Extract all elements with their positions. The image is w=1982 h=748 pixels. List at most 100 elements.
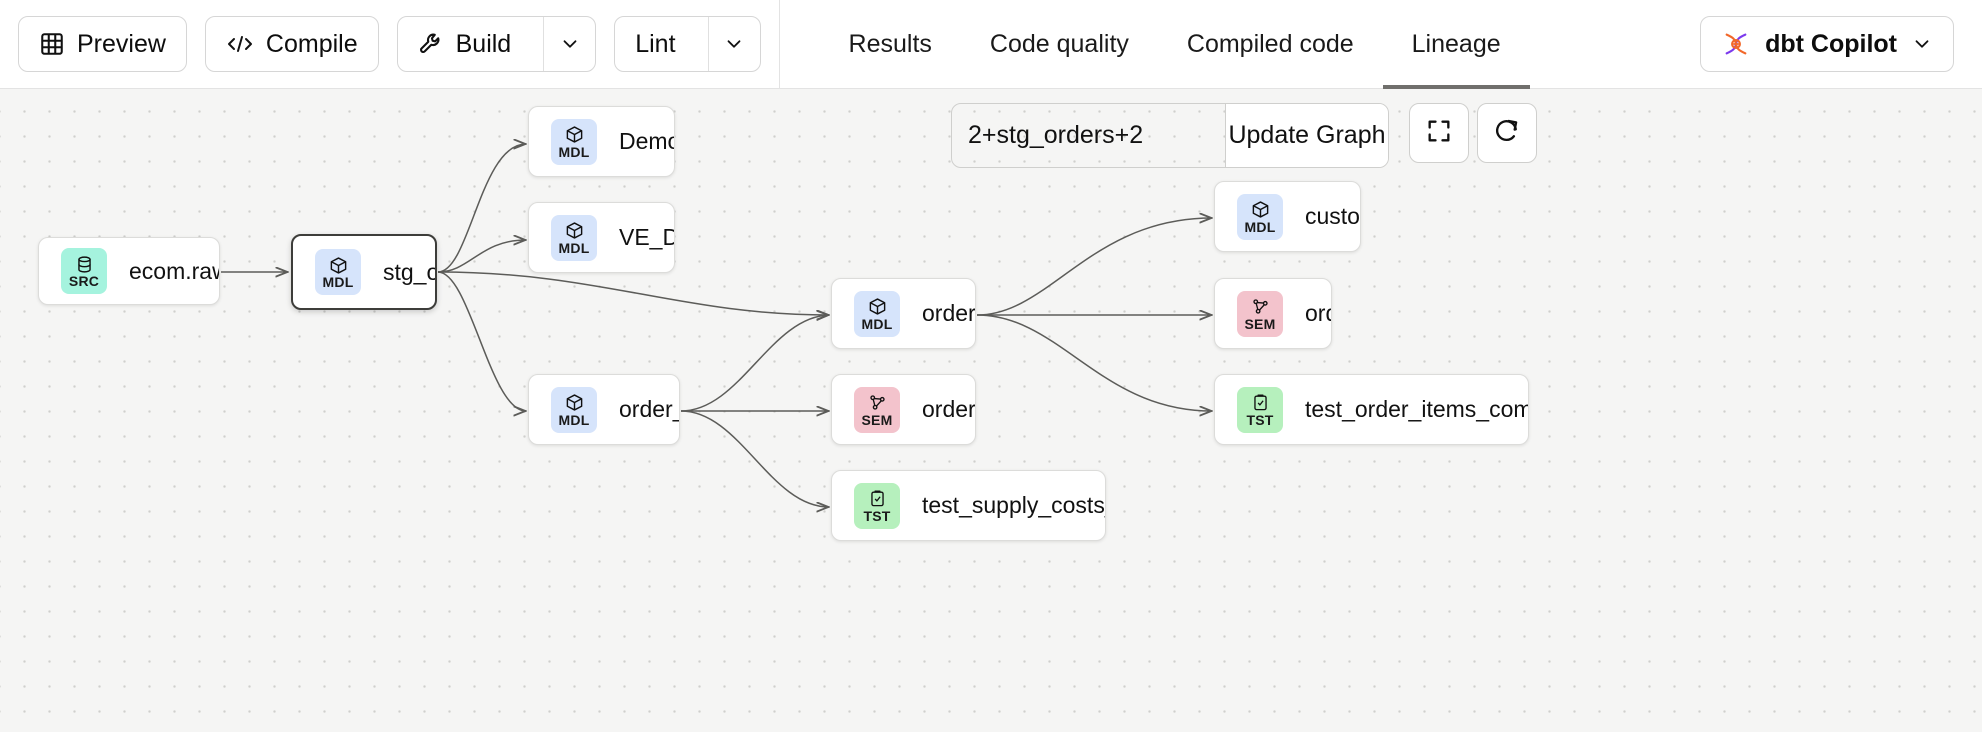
lineage-canvas[interactable]: SRC ecom.raw_orders MDL stg_orders MDL xyxy=(0,89,1982,748)
clipboard-check-icon xyxy=(1251,393,1270,413)
database-icon xyxy=(75,254,94,274)
lineage-node-customers[interactable]: MDL customers xyxy=(1214,181,1361,252)
node-label: Demo xyxy=(619,128,674,154)
node-type-abbr: MDL xyxy=(322,274,354,290)
cube-icon xyxy=(868,297,887,317)
code-brackets-icon xyxy=(226,31,254,57)
tab-bar: Results Code quality Compiled code Linea… xyxy=(780,0,1530,89)
node-label: orders xyxy=(1305,300,1331,326)
update-graph-button[interactable]: Update Graph xyxy=(1225,104,1388,167)
node-type-abbr: SEM xyxy=(861,411,893,428)
refresh-graph-button[interactable] xyxy=(1477,103,1537,163)
graph-selector-input[interactable] xyxy=(952,104,1225,167)
node-type-badge-mdl: MDL xyxy=(551,118,597,165)
lineage-edges xyxy=(221,89,1982,748)
lint-dropdown-toggle[interactable] xyxy=(707,17,760,71)
node-type-badge-tst: TST xyxy=(854,482,900,529)
lineage-node-test-order-items-compute[interactable]: TST test_order_items_compute_to_bools_c… xyxy=(1214,374,1529,445)
build-button[interactable]: Build xyxy=(398,17,532,71)
table-icon xyxy=(39,31,65,57)
tab-lineage-label: Lineage xyxy=(1411,29,1501,58)
lineage-node-orders-model[interactable]: MDL orders xyxy=(831,278,976,349)
node-type-abbr: MDL xyxy=(1244,218,1276,235)
cube-icon xyxy=(565,221,584,241)
compile-label: Compile xyxy=(265,29,358,58)
node-type-abbr: TST xyxy=(863,507,891,524)
update-graph-label: Update Graph xyxy=(1228,121,1386,149)
cube-icon xyxy=(329,255,348,275)
build-button-group: Build xyxy=(396,16,597,72)
preview-label: Preview xyxy=(77,29,166,58)
node-label: stg_orders xyxy=(383,258,435,285)
node-type-abbr: TST xyxy=(1246,411,1274,428)
node-type-badge-sem: SEM xyxy=(1237,290,1283,337)
node-type-badge-mdl: MDL xyxy=(315,249,361,295)
chevron-down-icon xyxy=(723,33,745,55)
tab-code-quality-label: Code quality xyxy=(989,29,1129,58)
node-label: customers xyxy=(1305,203,1360,229)
dbt-copilot-icon xyxy=(1721,29,1751,59)
fullscreen-icon xyxy=(1425,117,1453,150)
lineage-node-order-items[interactable]: MDL order_items xyxy=(528,374,680,445)
dbt-copilot-button[interactable]: dbt Copilot xyxy=(1700,16,1954,72)
toolbar-divider xyxy=(778,0,780,89)
top-toolbar: Preview Compile Build xyxy=(0,0,1982,89)
node-type-abbr: MDL xyxy=(558,143,590,160)
wrench-icon xyxy=(418,31,444,57)
lineage-node-stg-orders[interactable]: MDL stg_orders xyxy=(291,234,437,310)
cube-icon xyxy=(565,125,584,145)
node-label: orders xyxy=(922,300,975,326)
semantic-graph-icon xyxy=(868,393,887,413)
node-type-abbr: MDL xyxy=(861,315,893,332)
lineage-node-orders-semantic[interactable]: SEM orders xyxy=(1214,278,1332,349)
lint-button[interactable]: Lint xyxy=(615,17,695,71)
tab-lineage[interactable]: Lineage xyxy=(1382,0,1530,89)
node-type-abbr: MDL xyxy=(558,239,590,256)
bottom-strip xyxy=(0,732,1982,748)
node-label: test_supply_costs_sum_correctly xyxy=(922,492,1105,518)
node-label: test_order_items_compute_to_bools_c… xyxy=(1305,396,1528,422)
node-type-badge-mdl: MDL xyxy=(551,214,597,261)
cube-icon xyxy=(565,393,584,413)
lint-label: Lint xyxy=(635,29,676,58)
node-type-abbr: SRC xyxy=(68,273,100,289)
graph-selector-group: Update Graph xyxy=(951,103,1389,168)
chevron-down-icon xyxy=(559,33,581,55)
tab-code-quality[interactable]: Code quality xyxy=(961,0,1158,89)
node-type-abbr: SEM xyxy=(1244,315,1276,332)
node-label: order_items xyxy=(619,396,679,422)
dbt-copilot-label: dbt Copilot xyxy=(1765,29,1897,58)
cube-icon xyxy=(1251,200,1270,220)
lineage-node-ecom-raw-orders[interactable]: SRC ecom.raw_orders xyxy=(38,237,220,305)
node-type-badge-mdl: MDL xyxy=(854,290,900,337)
node-type-abbr: MDL xyxy=(558,411,590,428)
tab-compiled-code-label: Compiled code xyxy=(1186,29,1354,58)
build-dropdown-toggle[interactable] xyxy=(543,17,595,71)
tab-compiled-code[interactable]: Compiled code xyxy=(1158,0,1383,89)
toolbar-actions: Preview Compile Build xyxy=(0,0,761,89)
node-type-badge-src: SRC xyxy=(61,248,107,294)
node-type-badge-sem: SEM xyxy=(854,386,900,433)
tab-results[interactable]: Results xyxy=(820,0,961,89)
lineage-node-demo[interactable]: MDL Demo xyxy=(528,106,675,177)
node-type-badge-tst: TST xyxy=(1237,386,1283,433)
clipboard-check-icon xyxy=(868,489,887,509)
node-label: order_item xyxy=(922,396,975,422)
compile-button[interactable]: Compile xyxy=(204,16,379,72)
chevron-down-icon xyxy=(1911,33,1933,55)
build-label: Build xyxy=(455,29,512,58)
node-type-badge-mdl: MDL xyxy=(1237,193,1283,240)
tab-results-label: Results xyxy=(848,29,932,58)
lineage-node-test-supply-costs[interactable]: TST test_supply_costs_sum_correctly xyxy=(831,470,1106,541)
node-label: ecom.raw_orders xyxy=(129,257,219,284)
node-label: VE_Demo xyxy=(619,224,674,250)
lint-button-group: Lint xyxy=(614,16,761,72)
lineage-node-ve-demo[interactable]: MDL VE_Demo xyxy=(528,202,675,273)
toolbar-right: dbt Copilot xyxy=(1700,16,1982,72)
fit-view-button[interactable] xyxy=(1409,103,1469,163)
lineage-node-order-item-semantic[interactable]: SEM order_item xyxy=(831,374,976,445)
node-type-badge-mdl: MDL xyxy=(551,386,597,433)
semantic-graph-icon xyxy=(1251,297,1270,317)
refresh-icon xyxy=(1493,117,1521,150)
preview-button[interactable]: Preview xyxy=(18,16,187,72)
